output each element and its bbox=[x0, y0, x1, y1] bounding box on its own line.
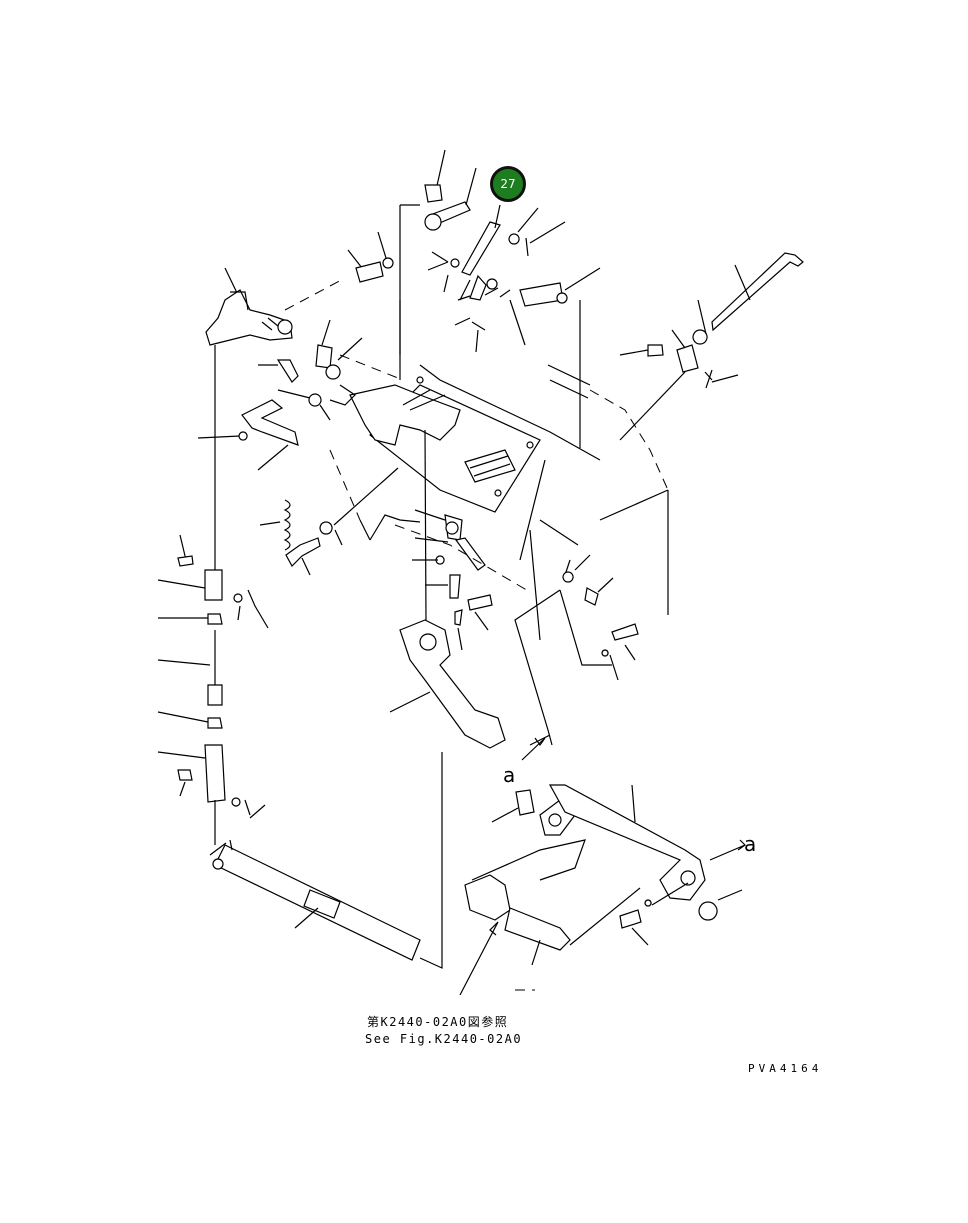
callout-number: 27 bbox=[500, 177, 516, 191]
left-mid-parts bbox=[197, 359, 361, 521]
part-callout-27[interactable]: 27 bbox=[490, 166, 526, 202]
view-marker-a-left: a bbox=[503, 763, 516, 787]
spring-and-bolts bbox=[259, 467, 421, 576]
left-rod-assembly bbox=[157, 534, 269, 845]
figure-reference-english: See Fig.K2440-02A0 bbox=[365, 1032, 523, 1046]
drawing-code: PVA4164 bbox=[748, 1062, 823, 1075]
right-upper-rod bbox=[619, 252, 804, 441]
right-housing bbox=[514, 364, 669, 761]
lower-right-linkage bbox=[459, 784, 746, 996]
lower-shaft bbox=[209, 752, 443, 969]
pedal-assembly bbox=[389, 509, 531, 749]
figure-reference-japanese: 第K2440-02A0図参照 bbox=[367, 1015, 509, 1029]
center-bracket bbox=[349, 300, 601, 621]
view-marker-a-right: a bbox=[744, 832, 757, 856]
top-bracket-assembly bbox=[347, 149, 601, 448]
left-upper-shaft bbox=[205, 267, 399, 570]
